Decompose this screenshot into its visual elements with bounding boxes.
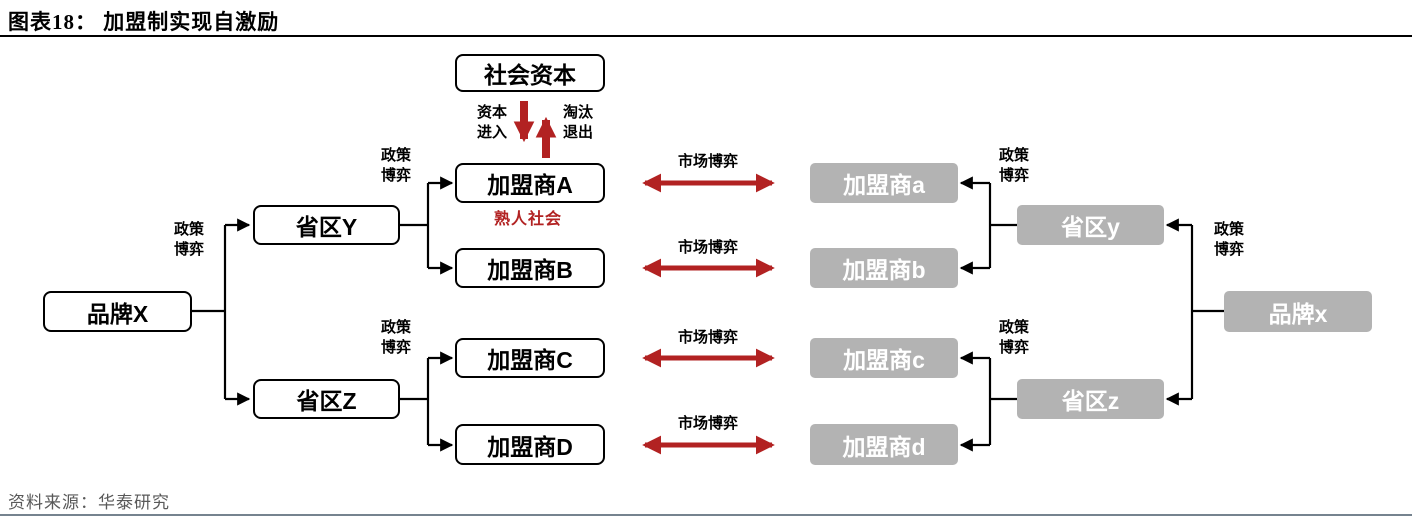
node-franchisee-C: 加盟商C bbox=[455, 338, 605, 378]
node-franchisee-a: 加盟商a bbox=[810, 163, 958, 203]
figure-title: 图表18： 加盟制实现自激励 bbox=[8, 10, 280, 34]
connector-provincey-to-franchisees bbox=[959, 176, 1017, 275]
node-brand-x: 品牌x bbox=[1224, 291, 1372, 332]
label-policy-game-provinceY: 政策 博弈 bbox=[380, 147, 412, 184]
label-market-game-Cc: 市场博弈 bbox=[677, 329, 739, 346]
node-franchisee-B: 加盟商B bbox=[455, 248, 605, 288]
node-province-y: 省区y bbox=[1017, 205, 1164, 245]
label-acquaintance-society: 熟人社会 bbox=[493, 211, 563, 228]
label-policy-game-brandX: 政策 博弈 bbox=[173, 221, 205, 258]
node-brand-X: 品牌X bbox=[43, 291, 192, 332]
node-province-Y: 省区Y bbox=[253, 205, 400, 245]
label-elimination-exit: 淘汰 退出 bbox=[562, 104, 594, 141]
label-policy-game-brandx: 政策 博弈 bbox=[1213, 221, 1245, 258]
connector-provinceZ-to-franchisees bbox=[400, 351, 454, 452]
label-market-game-Aa: 市场博弈 bbox=[677, 153, 739, 170]
bottom-divider bbox=[0, 514, 1412, 517]
label-policy-game-provincey: 政策 博弈 bbox=[998, 147, 1030, 184]
connector-brandx-to-provinces bbox=[1165, 218, 1224, 406]
capital-flow-arrows bbox=[513, 101, 557, 158]
connector-provinceY-to-franchisees bbox=[400, 176, 454, 275]
label-policy-game-provincez: 政策 博弈 bbox=[998, 319, 1030, 356]
node-franchisee-D: 加盟商D bbox=[455, 424, 605, 465]
node-franchisee-d: 加盟商d bbox=[810, 424, 958, 465]
node-province-Z: 省区Z bbox=[253, 379, 400, 419]
connector-brandX-to-provinces bbox=[192, 218, 251, 406]
label-policy-game-provinceZ: 政策 博弈 bbox=[380, 319, 412, 356]
node-social-capital: 社会资本 bbox=[455, 54, 605, 92]
node-province-z: 省区z bbox=[1017, 379, 1164, 419]
label-market-game-Dd: 市场博弈 bbox=[677, 415, 739, 432]
market-game-arrows bbox=[642, 173, 775, 455]
connector-provincez-to-franchisees bbox=[959, 351, 1017, 452]
label-capital-entry: 资本 进入 bbox=[476, 104, 508, 141]
figure-source: 资料来源：华泰研究 bbox=[8, 493, 170, 512]
label-market-game-Bb: 市场博弈 bbox=[677, 239, 739, 256]
node-franchisee-A: 加盟商A bbox=[455, 163, 605, 203]
node-franchisee-b: 加盟商b bbox=[810, 248, 958, 288]
node-franchisee-c: 加盟商c bbox=[810, 338, 958, 378]
title-divider bbox=[0, 35, 1412, 38]
